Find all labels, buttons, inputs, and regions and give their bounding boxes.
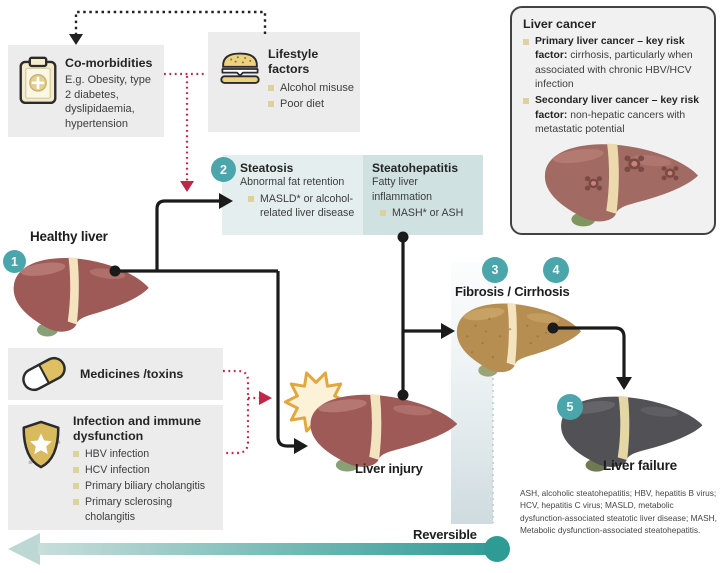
burger-icon xyxy=(220,52,260,84)
steatohepatitis-box: Steatohepatitis Fatty liver inflammation… xyxy=(363,155,483,235)
bullet-square-icon xyxy=(268,84,274,91)
reversible-label: Reversible xyxy=(413,527,477,542)
liver-cancer-item-text: cirrhosis, particularly when associated … xyxy=(535,50,693,90)
bullet-square-icon xyxy=(523,98,529,105)
steatosis-title: Steatosis xyxy=(240,161,294,175)
medicines-toxins-box: Medicines /toxins xyxy=(8,348,223,400)
stage-badge-4: 4 xyxy=(543,257,569,283)
comorbidities-box: Co-morbidities E.g. Obesity, type 2 diab… xyxy=(8,45,164,137)
pill-capsule-icon xyxy=(22,356,66,392)
lifestyle-title: Lifestyle factors xyxy=(268,47,319,76)
stage-badge-2: 2 xyxy=(211,157,236,182)
bullet-square-icon xyxy=(380,209,386,216)
tumor-spots xyxy=(584,155,679,191)
bullet-square-icon xyxy=(73,450,79,457)
lifestyle-item: Poor diet xyxy=(268,97,356,112)
liver-injury-label: Liver injury xyxy=(355,461,423,476)
clipboard-medical-icon xyxy=(19,56,57,104)
infection-title: Infection and immune dysfunction xyxy=(73,414,202,443)
shield-star-icon xyxy=(22,420,61,469)
healthy-liver-illustration xyxy=(13,257,149,337)
lifestyle-factors-box: Lifestyle factors Alcohol misuse Poor di… xyxy=(208,32,360,132)
infection-item: HBV infection xyxy=(73,447,217,461)
liver-cancer-box: Liver cancer Primary liver cancer – key … xyxy=(510,6,716,235)
liver-cancer-item-lead: Secondary liver cancer – key risk factor… xyxy=(535,95,700,121)
steatosis-item: MASLD* or alcohol-related liver disease xyxy=(248,192,364,220)
infection-item: Primary biliary cholangitis xyxy=(73,479,217,493)
bullet-square-icon xyxy=(268,101,274,108)
cancer-liver-illustration xyxy=(544,143,699,227)
liver-failure-label: Liver failure xyxy=(603,458,677,473)
medicines-infection-bracket xyxy=(223,369,250,455)
cirrhosis-liver-illustration xyxy=(456,302,582,377)
abbreviations-footnote: ASH, alcoholic steatohepatitis; HBV, hep… xyxy=(520,488,717,536)
steatohepatitis-title: Steatohepatitis xyxy=(372,161,459,175)
lifestyle-item: Alcohol misuse xyxy=(268,81,356,96)
liver-cancer-item: Secondary liver cancer – key risk factor… xyxy=(523,94,703,137)
fibrosis-cirrhosis-label: Fibrosis / Cirrhosis xyxy=(455,284,570,299)
bullet-square-icon xyxy=(248,195,254,202)
bullet-square-icon xyxy=(73,483,79,490)
liver-cancer-item-lead: Primary liver cancer – key risk factor: xyxy=(535,35,685,62)
stage-badge-5: 5 xyxy=(557,394,583,420)
liver-cancer-title: Liver cancer xyxy=(523,17,597,31)
stage-badge-1: 1 xyxy=(3,250,26,273)
infection-item: HCV infection xyxy=(73,463,217,477)
comorbidities-title: Co-morbidities xyxy=(65,56,153,70)
medicines-title: Medicines /toxins xyxy=(80,366,184,381)
steatohepatitis-item: MASH* or ASH xyxy=(380,206,477,220)
steatosis-subtitle: Abnormal fat retention xyxy=(240,176,345,189)
bullet-square-icon xyxy=(73,499,79,506)
liver-cancer-item-text: non-hepatic cancers with metastatic pote… xyxy=(535,109,686,136)
healthy-liver-label: Healthy liver xyxy=(30,229,108,244)
liver-cancer-item: Primary liver cancer – key risk factor: … xyxy=(523,35,703,92)
stage-badge-3: 3 xyxy=(482,257,508,283)
bullet-square-icon xyxy=(523,38,529,45)
comorbidities-body: E.g. Obesity, type 2 diabetes, dyslipida… xyxy=(65,73,152,130)
steatohepatitis-subtitle: Fatty liver inflammation xyxy=(372,176,433,203)
steatosis-box: Steatosis Abnormal fat retention MASLD* … xyxy=(222,155,370,235)
infection-box: Infection and immune dysfunction HBV inf… xyxy=(8,405,223,530)
bullet-square-icon xyxy=(73,466,79,473)
infection-item: Primary sclerosing cholangitis xyxy=(73,495,217,523)
